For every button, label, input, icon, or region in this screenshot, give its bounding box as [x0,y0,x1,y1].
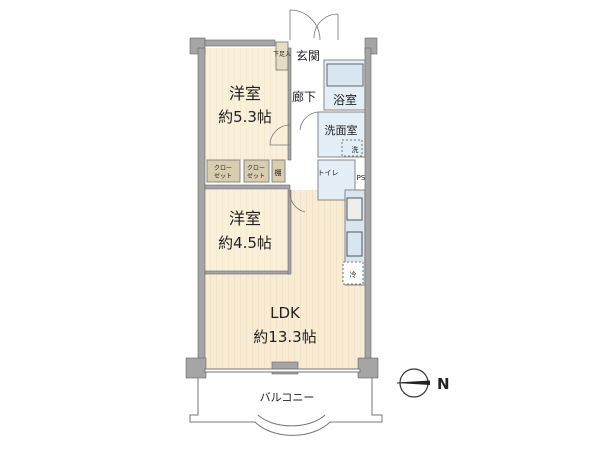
western2-size: 約4.5帖 [218,234,272,252]
hallway-label: 廊下 [292,89,316,104]
hallway [290,70,318,190]
compass-icon: N [396,368,450,398]
shelf-label: 棚 [275,168,282,177]
toilet-label: トイレ [318,169,339,177]
ldk-size: 約13.3帖 [253,328,316,346]
bathroom-label: 浴室 [333,92,357,107]
ps-label: PS [357,174,366,182]
closet-2 [243,159,270,183]
shelf [271,159,286,183]
balcony [189,378,383,436]
closet1-line1: クロー [214,165,232,172]
western1-size: 約5.3帖 [218,108,272,126]
western2-name: 洋室 [229,209,261,228]
room-ldk [205,190,365,370]
closet1-line2: ゼット [214,172,232,180]
ldk-name: LDK [270,304,301,322]
washroom-label: 洗面室 [325,123,358,137]
washer-label: 洗 [352,145,359,154]
compass-north-label: N [437,375,450,393]
washroom [317,111,366,158]
room-western-2 [205,190,290,272]
closet2-line2: ゼット [247,172,265,180]
shoe-box-label: 下足入 [273,51,291,58]
western1-name: 洋室 [229,84,261,103]
entrance-label: 玄関 [296,48,320,63]
fridge-label: 冷 [350,270,357,279]
balcony-label: バルコニー [260,391,315,404]
closet2-line1: クロー [247,165,265,172]
closet-1 [206,159,241,183]
